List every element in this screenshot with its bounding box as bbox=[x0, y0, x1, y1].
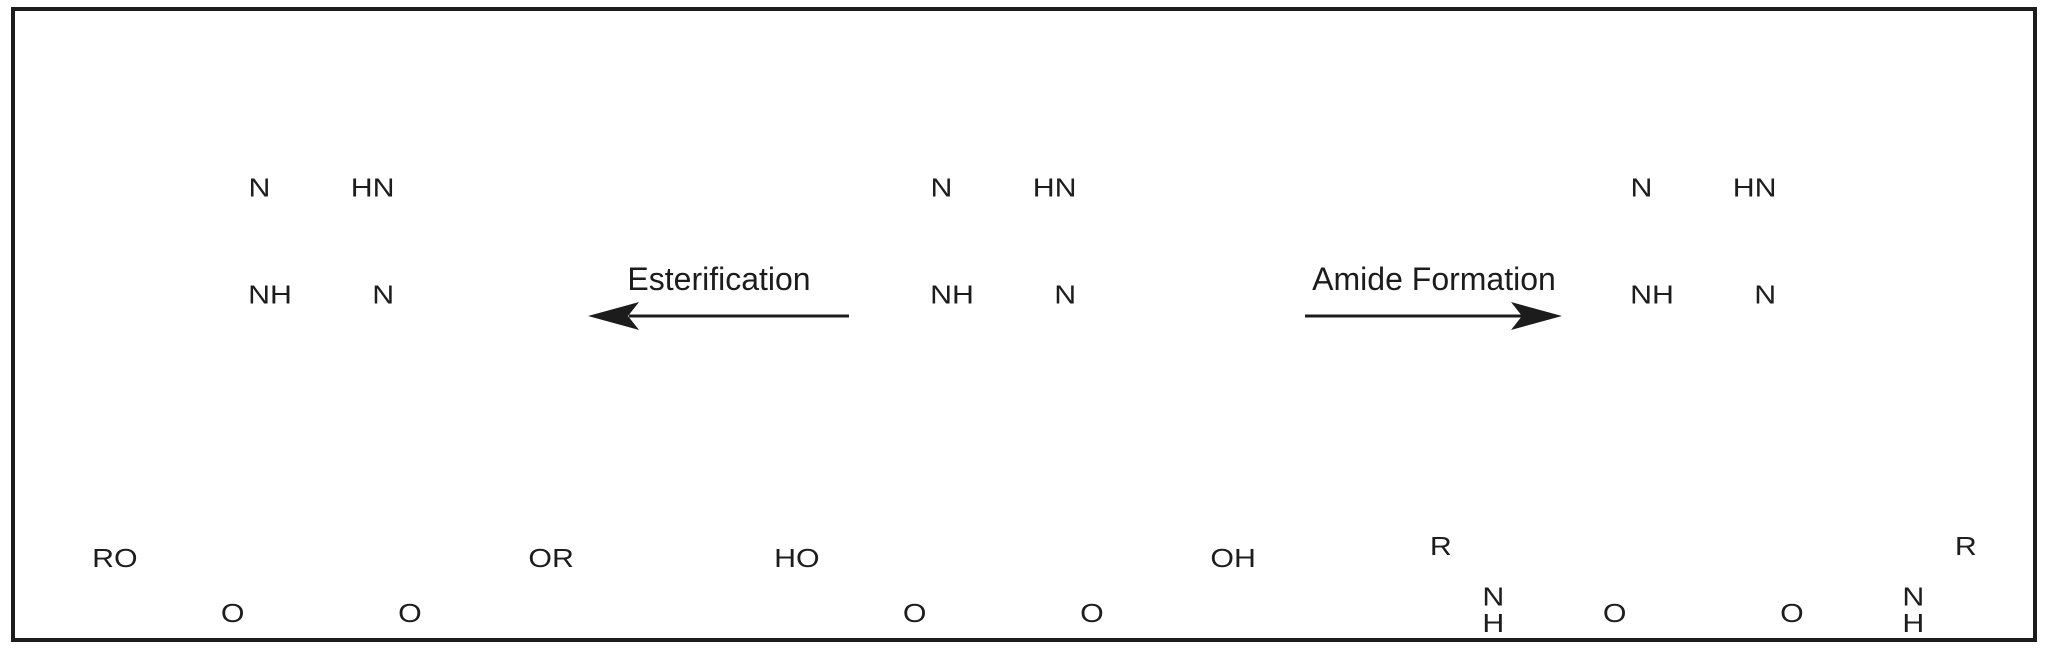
r-group-label: R bbox=[1430, 532, 1452, 562]
pyrrole-n-label: N bbox=[1754, 281, 1776, 311]
atom-labels-ester: N HN N NH O O RO OR bbox=[92, 173, 574, 628]
hydroxyl-oh-label: OH bbox=[1210, 544, 1255, 574]
esterification-reaction: Esterification bbox=[585, 261, 853, 334]
carbonyl-oxygen-label: O bbox=[1603, 599, 1627, 629]
amide-hydrogen-label: H bbox=[1902, 609, 1924, 639]
right-arrowhead-icon bbox=[1511, 302, 1562, 331]
pyrrole-nh-label: NH bbox=[1630, 281, 1674, 311]
hydroxyl-ho-label: HO bbox=[774, 544, 819, 574]
pyrrole-nh-label: NH bbox=[248, 281, 292, 311]
amide-formation-arrow bbox=[1305, 302, 1562, 331]
ester-or-label: OR bbox=[528, 544, 573, 574]
pyrrole-hn-label: HN bbox=[1733, 173, 1777, 203]
pyrrole-n-label: N bbox=[1054, 281, 1076, 311]
pyrrole-hn-label: HN bbox=[351, 173, 395, 203]
atom-labels-acid: N HN N NH O O HO OH bbox=[774, 173, 1256, 628]
carbonyl-oxygen-label: O bbox=[221, 599, 245, 629]
carbonyl-oxygen-label: O bbox=[903, 599, 927, 629]
carbonyl-oxygen-label: O bbox=[398, 599, 422, 629]
carbonyl-oxygen-label: O bbox=[1080, 599, 1104, 629]
amide-formation-reaction: Amide Formation bbox=[1303, 261, 1565, 334]
carbonyl-oxygen-label: O bbox=[1780, 599, 1804, 629]
pyrrole-n-label: N bbox=[1631, 173, 1653, 203]
pyrrole-nh-label: NH bbox=[930, 281, 974, 311]
esterification-arrow bbox=[588, 302, 849, 331]
amide-nitrogen-label: N bbox=[1482, 582, 1504, 612]
r-group-label: R bbox=[1955, 532, 1977, 562]
amide-nitrogen-label: N bbox=[1902, 582, 1924, 612]
ester-ro-label: RO bbox=[92, 544, 137, 574]
esterification-arrow-label: Esterification bbox=[627, 261, 811, 297]
molecule-panel-amide: N HN N NH O O N H R N H R bbox=[1430, 33, 1977, 638]
amide-formation-arrow-label: Amide Formation bbox=[1312, 261, 1556, 297]
left-arrowhead-icon bbox=[588, 302, 639, 331]
pyrrole-n-label: N bbox=[249, 173, 271, 203]
atom-labels-amide: N HN N NH O O N H R N H R bbox=[1430, 173, 1977, 638]
pyrrole-n-label: N bbox=[931, 173, 953, 203]
molecule-panel-ester: N HN N NH O O RO OR bbox=[92, 33, 582, 628]
amide-hydrogen-label: H bbox=[1482, 609, 1504, 639]
molecule-panel-acid: N HN N NH O O HO OH bbox=[774, 33, 1264, 628]
pyrrole-hn-label: HN bbox=[1033, 173, 1077, 203]
pyrrole-n-label: N bbox=[372, 281, 394, 311]
